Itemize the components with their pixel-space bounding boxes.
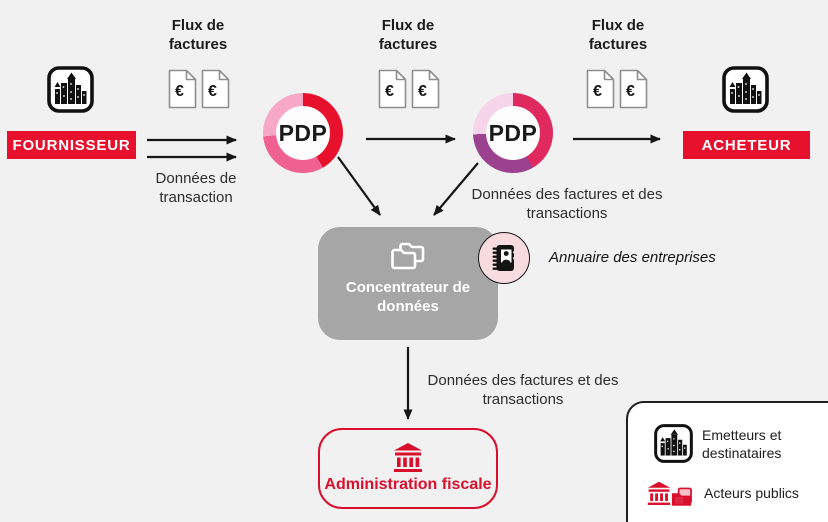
flux-factures-label-1: Flux de factures [168, 17, 228, 53]
euro-document-icon: € [168, 69, 197, 109]
pdp-node-2: PDP [473, 93, 553, 173]
donnees-transaction-label: Données de transaction [155, 170, 237, 206]
supplier-buildings-icon [47, 66, 94, 113]
euro-document-icon: € [586, 69, 615, 109]
concentrateur-node: Concentrateur de données [318, 227, 498, 340]
invoice-documents-1: € € [168, 69, 230, 109]
arrow-pdp1-concentrateur [337, 156, 381, 216]
legend-item-emetteurs: Emetteurs et destinataires [654, 424, 781, 463]
legend-item-acteurs: Acteurs publics [646, 477, 799, 508]
pdp-label: PDP [276, 106, 330, 160]
svg-text:€: € [208, 83, 217, 100]
flux-factures-label-3: Flux de factures [588, 17, 648, 53]
administration-fiscale-node: Administration fiscale [318, 428, 498, 509]
acheteur-label: ACHETEUR [701, 136, 792, 154]
donnees-factures-label-mid: Données des factures et des transactions [471, 186, 663, 222]
legend-panel: Emetteurs et destinataires Acteurs publi… [626, 401, 828, 522]
pdp-node-1: PDP [263, 93, 343, 173]
euro-document-icon: € [619, 69, 648, 109]
bank-icon [647, 481, 671, 505]
annuaire-badge [478, 232, 530, 284]
acheteur-node: ACHETEUR [683, 131, 810, 159]
flux-factures-label-2: Flux de factures [378, 17, 438, 53]
svg-text:€: € [418, 83, 427, 100]
fournisseur-label: FOURNISSEUR [12, 136, 131, 154]
euro-document-icon: € [201, 69, 230, 109]
svg-text:€: € [175, 83, 184, 100]
invoice-documents-3: € € [586, 69, 648, 109]
pdp-label: PDP [486, 106, 540, 160]
buildings-icon [654, 424, 693, 463]
legend-label-emetteurs: Emetteurs et destinataires [702, 426, 782, 461]
address-book-icon [492, 245, 517, 271]
invoice-documents-2: € € [378, 69, 440, 109]
fournisseur-node: FOURNISSEUR [7, 131, 136, 159]
euro-document-icon: € [378, 69, 407, 109]
bank-icon [394, 443, 422, 472]
euro-document-icon: € [411, 69, 440, 109]
folder-icon [671, 487, 692, 507]
svg-text:€: € [626, 83, 635, 100]
donnees-factures-label-bottom: Données des factures et des transactions [427, 372, 619, 408]
concentrateur-label: Concentrateur de données [345, 279, 471, 315]
legend-label-acteurs: Acteurs publics [704, 484, 799, 501]
administration-fiscale-label: Administration fiscale [324, 476, 492, 493]
folders-icon [391, 242, 425, 270]
svg-text:€: € [385, 83, 394, 100]
svg-text:€: € [593, 83, 602, 100]
annuaire-label: Annuaire des entreprises [549, 249, 716, 266]
buyer-buildings-icon [722, 66, 769, 113]
